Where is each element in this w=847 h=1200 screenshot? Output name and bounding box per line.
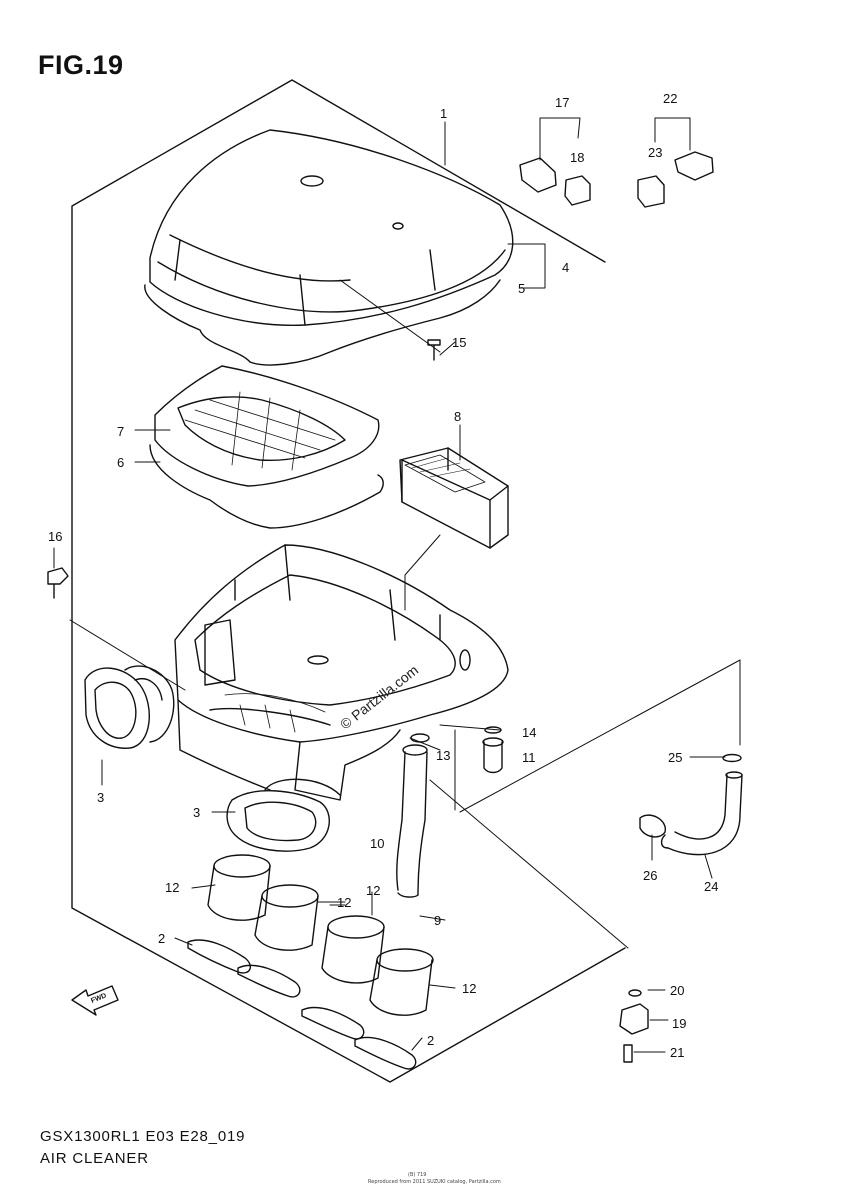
callout-7: 7 <box>117 424 124 439</box>
callout-15: 15 <box>452 335 466 350</box>
part-12-boots <box>187 854 434 1070</box>
callout-12b: 12 <box>337 895 351 910</box>
part-3-funnels <box>84 665 341 852</box>
callout-12a: 12 <box>165 880 179 895</box>
callout-12c: 12 <box>366 883 380 898</box>
callout-16: 16 <box>48 529 62 544</box>
callout-3b: 3 <box>193 805 200 820</box>
part-15-screw <box>427 339 441 361</box>
callout-1: 1 <box>440 106 447 121</box>
callout-2a: 2 <box>158 931 165 946</box>
part-24-hose <box>639 753 743 856</box>
part-filter-element <box>149 365 384 529</box>
fine-print-top: (B) 719 <box>408 1172 427 1178</box>
part-11-plug <box>482 726 504 774</box>
callout-4: 4 <box>562 260 569 275</box>
part-air-box <box>174 544 509 801</box>
callout-8: 8 <box>454 409 461 424</box>
callout-26: 26 <box>643 868 657 883</box>
assembly-boundary <box>71 79 626 1083</box>
part-cover <box>144 129 514 366</box>
callout-9: 9 <box>434 913 441 928</box>
callout-10: 10 <box>370 836 384 851</box>
fine-print-bottom: Reproduced from 2011 SUZUKI catalog, Par… <box>368 1179 501 1185</box>
callout-5: 5 <box>518 281 525 296</box>
callout-12d: 12 <box>462 981 476 996</box>
callout-3a: 3 <box>97 790 104 805</box>
fwd-arrow-icon: FWD <box>71 985 119 1016</box>
callout-17: 17 <box>555 95 569 110</box>
callout-20: 20 <box>670 983 684 998</box>
callout-21: 21 <box>670 1045 684 1060</box>
callout-22: 22 <box>663 91 677 106</box>
model-code: GSX1300RL1 E03 E28_019 <box>40 1128 246 1145</box>
callout-23: 23 <box>648 145 662 160</box>
part-8-box <box>399 447 509 549</box>
callout-6: 6 <box>117 455 124 470</box>
callout-19: 19 <box>672 1016 686 1031</box>
callout-11: 11 <box>522 750 536 765</box>
callout-14: 14 <box>522 725 536 740</box>
part-19-valve <box>619 989 649 1063</box>
callout-18: 18 <box>570 150 584 165</box>
callout-25: 25 <box>668 750 682 765</box>
figure-title: FIG.19 <box>38 50 124 80</box>
part-10-hose <box>396 733 430 898</box>
leader-lines <box>53 117 741 1053</box>
callout-13: 13 <box>436 748 450 763</box>
figure-subtitle: AIR CLEANER <box>40 1150 149 1167</box>
callout-2b: 2 <box>427 1033 434 1048</box>
part-16-bolt <box>47 567 69 599</box>
callout-24: 24 <box>704 879 718 894</box>
part-sensors <box>519 151 714 208</box>
